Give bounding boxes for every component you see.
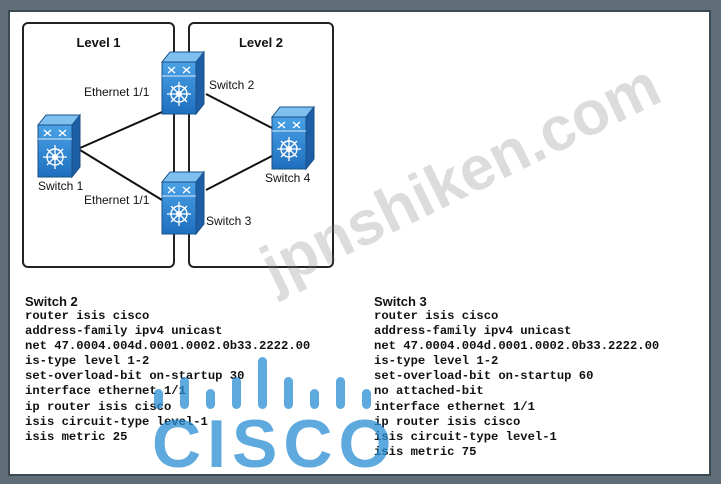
- config-line: address-family ipv4 unicast: [374, 324, 572, 339]
- switch-3-config: Switch 3 router isis cisco address-famil…: [374, 294, 659, 460]
- config-line: isis metric 25: [25, 429, 128, 444]
- switch-1-label: Switch 1: [38, 179, 84, 193]
- switch-3-config-title: Switch 3: [374, 294, 427, 309]
- config-line: isis metric 75: [374, 444, 477, 459]
- switch-3-icon: [161, 171, 205, 235]
- config-line: is-type level 1-2: [25, 354, 150, 369]
- switch-3-label: Switch 3: [206, 214, 252, 228]
- switch-4-label: Switch 4: [265, 171, 311, 185]
- config-line: is-type level 1-2: [374, 354, 499, 369]
- config-line: isis circuit-type level-1: [374, 429, 557, 444]
- level-2-title: Level 2: [238, 35, 284, 50]
- level-1-title: Level 1: [76, 35, 121, 50]
- cisco-logo-bars: [154, 357, 371, 409]
- link-sw2-sw4: [205, 93, 273, 129]
- config-line: router isis cisco: [25, 309, 150, 323]
- config-line: net 47.0004.004d.0001.0002.0b33.2222.00: [374, 339, 660, 354]
- config-line: address-family ipv4 unicast: [25, 324, 223, 339]
- switch-2-config-title: Switch 2: [25, 294, 78, 309]
- link-sw3-sw4: [205, 155, 273, 191]
- link-sw1-sw3: [79, 149, 163, 201]
- ethernet-label-bottom: Ethernet 1/1: [84, 193, 150, 207]
- switch-1-icon: [37, 114, 81, 178]
- config-line: router isis cisco: [374, 309, 499, 323]
- cisco-logo-text: CISCO: [152, 406, 398, 482]
- switch-4-icon: [271, 106, 315, 170]
- config-line: interface ethernet 1/1: [374, 399, 535, 414]
- config-line: net 47.0004.004d.0001.0002.0b33.2222.00: [25, 339, 311, 354]
- config-line: no attached-bit: [374, 384, 484, 399]
- switch-2-icon: [161, 51, 205, 115]
- config-line: ip router isis cisco: [374, 414, 521, 429]
- link-sw1-sw2: [79, 111, 163, 149]
- config-line: isis circuit-type level-1: [25, 414, 208, 429]
- switch-2-config: Switch 2 router isis cisco address-famil…: [25, 294, 310, 445]
- ethernet-label-top: Ethernet 1/1: [84, 85, 150, 99]
- switch-2-label: Switch 2: [209, 78, 255, 92]
- config-line: set-overload-bit on-startup 60: [374, 369, 594, 384]
